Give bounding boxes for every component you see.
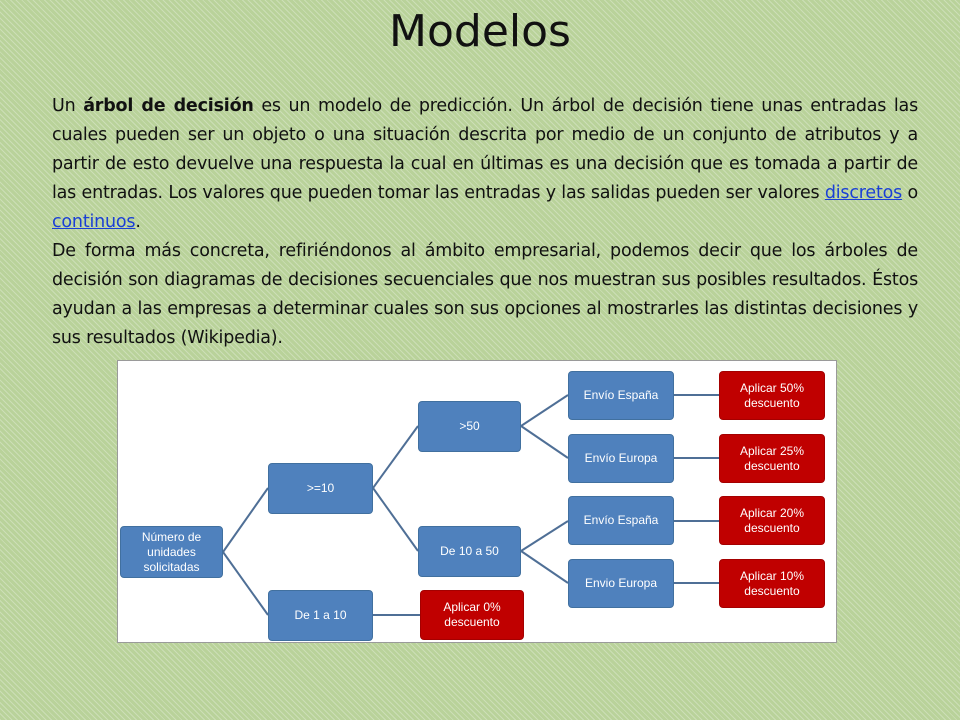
node-1-to-10: De 1 a 10 [268, 590, 373, 641]
node-envio-espana-1: Envío España [568, 371, 674, 420]
connector-10-50-espana [520, 520, 569, 552]
node-gt50: >50 [418, 401, 521, 452]
paragraph-2: De forma más concreta, refiriéndonos al … [52, 241, 918, 348]
slide-body: Un árbol de decisión es un modelo de pre… [52, 92, 918, 353]
connector-10-50-europa [520, 550, 569, 584]
node-10-to-50: De 10 a 50 [418, 526, 521, 577]
link-continuos[interactable]: continuos [52, 212, 136, 232]
connector-gt50-espana [520, 394, 569, 427]
link-discretos[interactable]: discretos [824, 183, 903, 203]
connector-root-1-10 [222, 551, 269, 616]
decision-tree-diagram: Número de unidades solicitadas >=10 De 1… [117, 360, 837, 643]
paragraph-1: Un árbol de decisión es un modelo de pre… [52, 96, 918, 232]
term-arbol-decision: árbol de decisión [83, 96, 254, 116]
connector-root-ge10 [222, 487, 269, 553]
node-envio-europa-1: Envío Europa [568, 434, 674, 483]
node-envio-espana-2: Envío España [568, 496, 674, 545]
node-result-0: Aplicar 0% descuento [420, 590, 524, 640]
connector-lines [222, 394, 719, 616]
node-root-units: Número de unidades solicitadas [120, 526, 223, 578]
node-result-10: Aplicar 10% descuento [719, 559, 825, 608]
node-result-25: Aplicar 25% descuento [719, 434, 825, 483]
node-result-50: Aplicar 50% descuento [719, 371, 825, 420]
connector-ge10-gt50 [372, 425, 419, 489]
slide-title: Modelos [389, 6, 571, 57]
node-envio-europa-2: Envio Europa [568, 559, 674, 608]
node-ge10: >=10 [268, 463, 373, 514]
connector-ge10-10-50 [372, 487, 419, 552]
node-result-20: Aplicar 20% descuento [719, 496, 825, 545]
connector-gt50-europa [520, 425, 569, 459]
